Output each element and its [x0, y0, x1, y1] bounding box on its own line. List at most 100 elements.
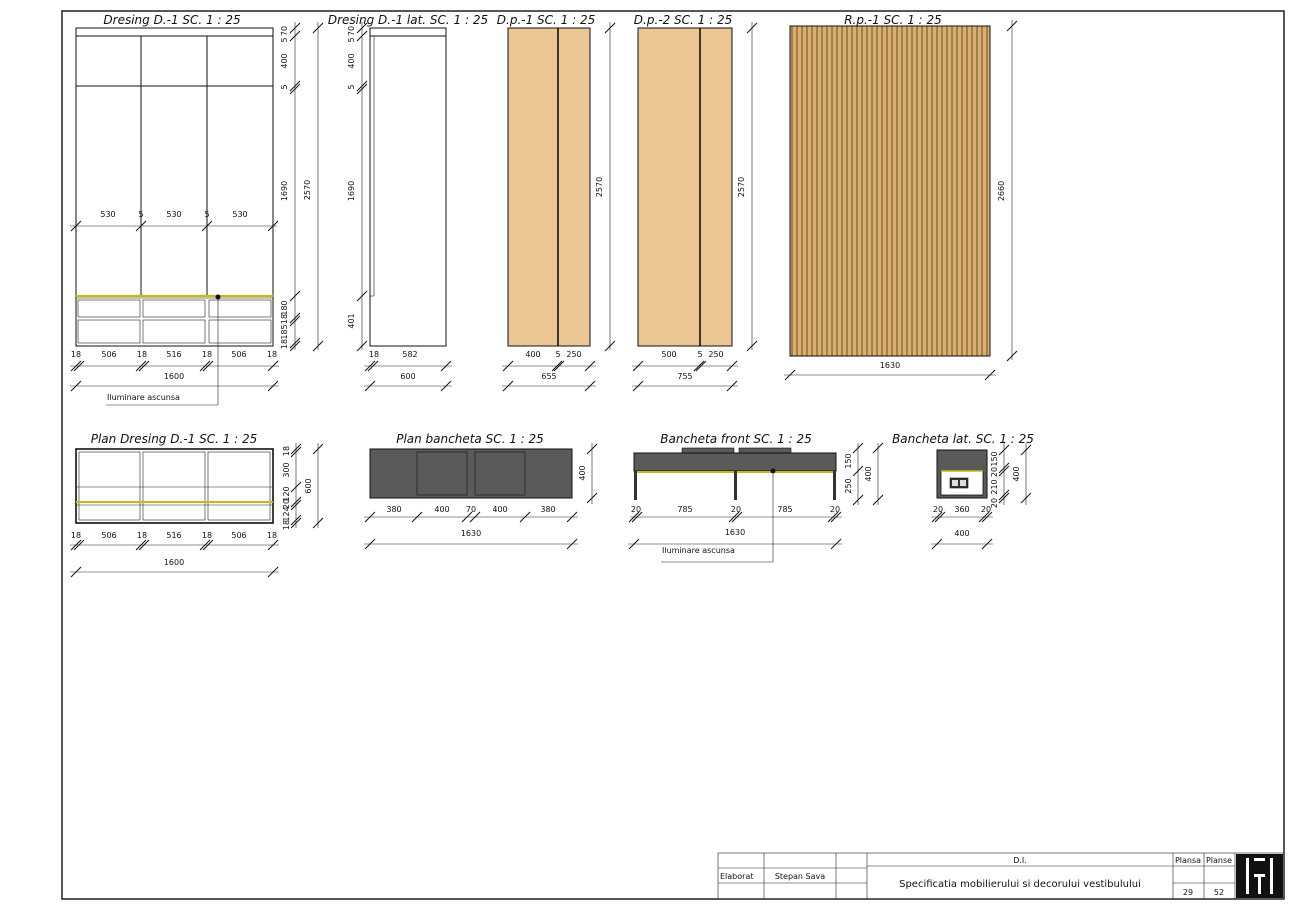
title-block-author: Stepan Sava — [775, 872, 825, 881]
dim-dresing-top-3: 530 — [166, 210, 181, 219]
dim-bancheta-lat-right-4: 20 — [990, 498, 999, 508]
dim-dresing-bottom-6: 506 — [231, 350, 246, 359]
dim-plan-dresing-bottom-5: 18 — [202, 531, 212, 540]
dim-plan-dresing-bottom-2: 506 — [101, 531, 116, 540]
dim-plan-dresing-bottom-4: 516 — [166, 531, 181, 540]
dim-dresing-total-width: 1600 — [164, 372, 184, 381]
bench-front-seat — [633, 452, 837, 472]
dim-bancheta-lat-right-2: 20 — [990, 467, 999, 477]
view-bancheta-side: Bancheta lat. SC. 1 : 25 20 360 20 400 1… — [892, 432, 1034, 550]
dim-plan-dresing-right-2: 300 — [282, 462, 291, 477]
dim-bancheta-front-right-2: 250 — [844, 478, 853, 493]
dim-bancheta-lat-total-height: 400 — [1012, 466, 1021, 481]
dim-dresing-top-1: 530 — [100, 210, 115, 219]
dim-bancheta-front-bottom-3: 20 — [731, 505, 741, 514]
view-dresing-side: Dresing D.-1 lat. SC. 1 : 25 5 70 400 5 … — [328, 13, 488, 392]
dim-dresing-right-1: 5 — [280, 37, 289, 42]
dim-plan-bancheta-bottom-1: 380 — [386, 505, 401, 514]
dim-plan-bancheta-bottom-2: 400 — [434, 505, 449, 514]
dim-dp2-bottom-1: 500 — [661, 350, 676, 359]
dim-dresing-right-2: 70 — [280, 26, 289, 36]
dim-dresing-right-7: 18 — [280, 314, 289, 324]
dim-dresing-right-4: 5 — [280, 84, 289, 89]
view-dp2-door: D.p.-2 SC. 1 : 25 2570 500 5 250 755 — [632, 13, 758, 392]
dim-bancheta-front-bottom-1: 20 — [631, 505, 641, 514]
note-hidden-lighting: Iluminare ascunsa — [107, 393, 180, 402]
view-plan-bancheta: Plan bancheta SC. 1 : 25 400 380 400 70 … — [364, 432, 598, 550]
dim-bancheta-front-total-width: 1630 — [725, 528, 745, 537]
dim-bancheta-lat-bottom-2: 360 — [954, 505, 969, 514]
dim-dresing-right-3: 400 — [280, 53, 289, 68]
dim-lat-left-5: 1690 — [347, 181, 356, 201]
dim-bancheta-lat-right-3: 210 — [990, 479, 999, 494]
dim-dp1-total-height: 2570 — [595, 177, 604, 197]
view-bancheta-front: Bancheta front SC. 1 : 25 20 785 20 785 … — [628, 432, 884, 563]
bench-plan-cushion-2 — [474, 451, 526, 496]
rp1-panel — [790, 26, 990, 356]
dim-dp1-bottom-3: 250 — [566, 350, 581, 359]
dim-plan-dresing-right-6: 18 — [282, 520, 291, 530]
title-block: Elaborat Stepan Sava D.I. Specificatia m… — [717, 852, 1285, 900]
dim-plan-dresing-bottom-3: 18 — [137, 531, 147, 540]
dim-dresing-bottom-4: 516 — [166, 350, 181, 359]
title-block-sheet-title: Specificatia mobilierului si decorului v… — [899, 879, 1141, 890]
title-plan-dresing: Plan Dresing D.-1 SC. 1 : 25 — [91, 432, 258, 446]
dim-plan-dresing-total-width: 1600 — [164, 558, 184, 567]
title-rp1: R.p.-1 SC. 1 : 25 — [844, 13, 942, 27]
bench-plan-top — [369, 448, 573, 499]
dim-bancheta-lat-bottom-1: 20 — [933, 505, 943, 514]
dim-dresing-bottom-3: 18 — [137, 350, 147, 359]
view-dp1-door: D.p.-1 SC. 1 : 25 2570 400 5 250 655 — [497, 13, 616, 392]
dim-plan-bancheta-total-width: 1630 — [461, 529, 481, 538]
title-block-plansa-number: 29 — [1183, 888, 1193, 897]
dim-lat-bottom-2: 582 — [402, 350, 417, 359]
dp1-panel — [507, 27, 591, 347]
dim-dp2-bottom-2: 5 — [697, 350, 702, 359]
title-block-role: Elaborat — [720, 872, 753, 881]
dim-bancheta-front-right-1: 150 — [844, 453, 853, 468]
bench-side-drawer-handle — [949, 477, 969, 489]
dim-dp2-total-height: 2570 — [737, 177, 746, 197]
dp2-panel — [637, 27, 733, 347]
dim-plan-dresing-bottom-6: 506 — [231, 531, 246, 540]
dim-plan-dresing-right-5: 124 — [282, 506, 291, 521]
dim-plan-bancheta-bottom-5: 380 — [540, 505, 555, 514]
dim-dresing-top-4: 5 — [204, 210, 209, 219]
view-dresing-elevation: Dresing D.-1 SC. 1 : 25 530 5 530 5 530 … — [70, 13, 324, 406]
dim-lat-left-1: 5 — [347, 37, 356, 42]
bench-plan-cushion-1 — [416, 451, 468, 496]
title-bancheta-front: Bancheta front SC. 1 : 25 — [660, 432, 811, 446]
title-block-section: D.I. — [1013, 856, 1027, 865]
dim-bancheta-lat-bottom-3: 20 — [981, 505, 991, 514]
dim-dp1-total-width: 655 — [541, 372, 556, 381]
title-dresing: Dresing D.-1 SC. 1 : 25 — [103, 13, 240, 27]
title-dp2: D.p.-2 SC. 1 : 25 — [634, 13, 732, 27]
dim-dresing-right-9: 18 — [280, 339, 289, 349]
dim-dresing-right-6: 180 — [280, 300, 289, 315]
dim-plan-bancheta-bottom-4: 400 — [492, 505, 507, 514]
dim-lat-left-4: 5 — [347, 84, 356, 89]
dim-bancheta-front-bottom-5: 20 — [830, 505, 840, 514]
dim-rp1-total-width: 1630 — [880, 361, 900, 370]
dim-plan-bancheta-depth: 400 — [578, 465, 587, 480]
dim-dresing-total-height: 2570 — [303, 180, 312, 200]
title-plan-bancheta: Plan bancheta SC. 1 : 25 — [396, 432, 544, 446]
view-plan-dresing: Plan Dresing D.-1 SC. 1 : 25 18 506 18 5… — [70, 432, 324, 578]
dim-plan-dresing-bottom-1: 18 — [71, 531, 81, 540]
dim-dresing-right-8: 185 — [280, 324, 289, 339]
dim-dresing-top-5: 530 — [232, 210, 247, 219]
dim-dp2-total-width: 755 — [677, 372, 692, 381]
dim-bancheta-front-bottom-4: 785 — [777, 505, 792, 514]
dim-plan-bancheta-bottom-3: 70 — [466, 505, 476, 514]
dim-bancheta-lat-total-width: 400 — [954, 529, 969, 538]
dim-bancheta-lat-right-1: 150 — [990, 451, 999, 466]
view-rp1-slat-panel: R.p.-1 SC. 1 : 25 2660 1630 — [784, 13, 1018, 381]
dim-dresing-top-2: 5 — [138, 210, 143, 219]
dim-plan-dresing-right-1: 18 — [282, 446, 291, 456]
studio-logo — [1236, 854, 1283, 898]
dim-dresing-bottom-1: 18 — [71, 350, 81, 359]
dim-bancheta-front-bottom-2: 785 — [677, 505, 692, 514]
dim-lat-bottom-1: 18 — [369, 350, 379, 359]
dim-lat-left-2: 70 — [347, 26, 356, 36]
dim-dresing-bottom-5: 18 — [202, 350, 212, 359]
